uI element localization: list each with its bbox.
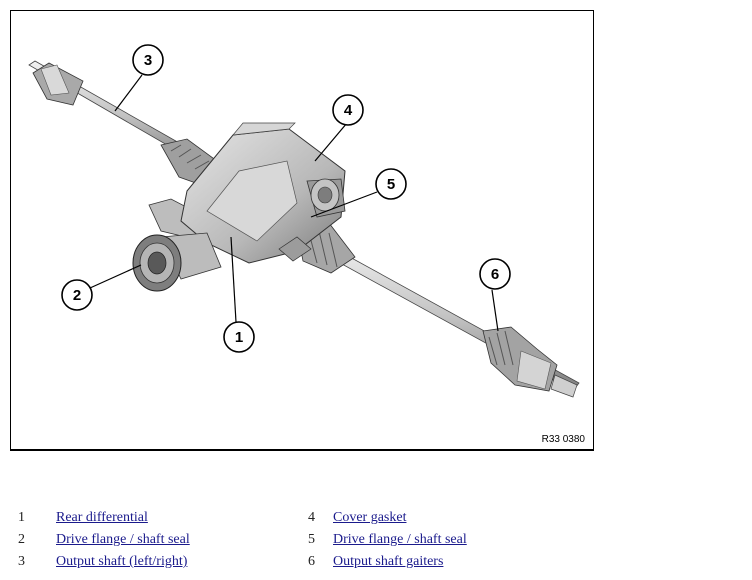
- legend-link-rear-differential[interactable]: Rear differential: [56, 510, 148, 525]
- svg-text:5: 5: [387, 176, 395, 193]
- svg-text:6: 6: [491, 266, 499, 283]
- svg-text:3: 3: [144, 52, 152, 69]
- legend-link-drive-flange-shaft-seal-2[interactable]: Drive flange / shaft seal: [333, 532, 467, 547]
- callout-1: 1: [223, 321, 255, 353]
- svg-text:4: 4: [344, 102, 353, 119]
- input-drive-flange: [132, 232, 222, 292]
- svg-text:1: 1: [235, 329, 243, 346]
- legend-number: 4: [308, 510, 315, 525]
- legend-link-drive-flange-shaft-seal[interactable]: Drive flange / shaft seal: [56, 532, 190, 547]
- left-output-shaft: [28, 60, 218, 188]
- legend-link-output-shaft[interactable]: Output shaft (left/right): [56, 554, 188, 569]
- diagram-frame: 1 2 3 4 5 6 R33 0380: [10, 10, 594, 451]
- right-output-shaft: [296, 222, 580, 398]
- figure-code: R33 0380: [541, 434, 585, 445]
- legend-number: 6: [308, 554, 315, 569]
- legend-link-cover-gasket[interactable]: Cover gasket: [333, 510, 407, 525]
- parts-legend: 1 Rear differential 2 Drive flange / sha…: [0, 506, 752, 580]
- callout-2: 2: [61, 279, 93, 311]
- callout-3: 3: [132, 44, 164, 76]
- callout-4: 4: [332, 94, 364, 126]
- legend-number: 2: [18, 532, 25, 547]
- axle-illustration: 1 2 3 4 5 6: [28, 44, 580, 398]
- legend-number: 3: [18, 554, 25, 569]
- legend-link-output-shaft-gaiters[interactable]: Output shaft gaiters: [333, 554, 444, 569]
- legend-number: 5: [308, 532, 315, 547]
- callout-leaders: [89, 74, 499, 332]
- svg-text:2: 2: [73, 287, 81, 304]
- callout-5: 5: [375, 168, 407, 200]
- callout-6: 6: [479, 258, 511, 290]
- legend-number: 1: [18, 510, 25, 525]
